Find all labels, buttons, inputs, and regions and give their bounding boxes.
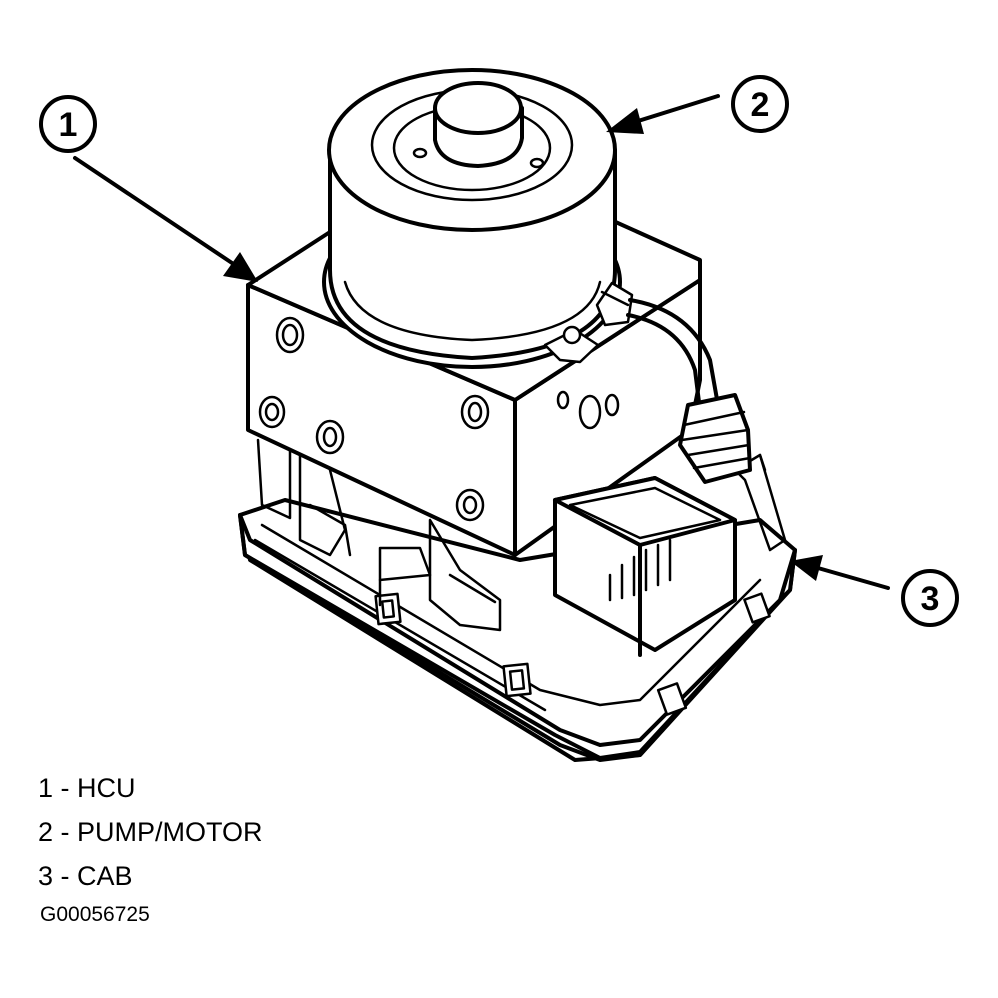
- base-clip: [656, 682, 688, 716]
- figure-id: G00056725: [40, 903, 150, 926]
- leader-arrows: [73, 94, 890, 590]
- legend-item-hcu: 1 - HCU: [38, 773, 136, 803]
- legend-item-cab: 3 - CAB: [38, 861, 133, 891]
- base-clip: [743, 592, 771, 624]
- cab-connector: [553, 476, 737, 657]
- motor-wire-harness: [595, 281, 752, 484]
- hcu-port: [275, 316, 305, 354]
- legend: 1 - HCU 2 - PUMP/MOTOR 3 - CAB: [38, 766, 263, 898]
- callout-1: 1: [39, 95, 97, 153]
- callout-number: 1: [59, 106, 78, 144]
- hcu-port: [460, 394, 490, 430]
- callout-2: 2: [731, 75, 789, 133]
- pump-motor: [322, 68, 622, 369]
- leader-line-2: [633, 94, 720, 124]
- arrowhead-1: [223, 252, 258, 282]
- hcu-port: [315, 419, 345, 455]
- leader-line-1: [73, 156, 237, 267]
- legend-item-pump-motor: 2 - PUMP/MOTOR: [38, 817, 263, 847]
- hcu-port: [258, 395, 286, 429]
- arrowhead-2: [606, 108, 644, 134]
- leader-line-3: [816, 566, 890, 590]
- hcu-port: [455, 488, 485, 522]
- callout-number: 3: [921, 580, 940, 618]
- callout-3: 3: [901, 569, 959, 627]
- base-clip: [502, 662, 532, 698]
- arrowhead-3: [790, 555, 823, 581]
- callout-number: 2: [751, 86, 770, 124]
